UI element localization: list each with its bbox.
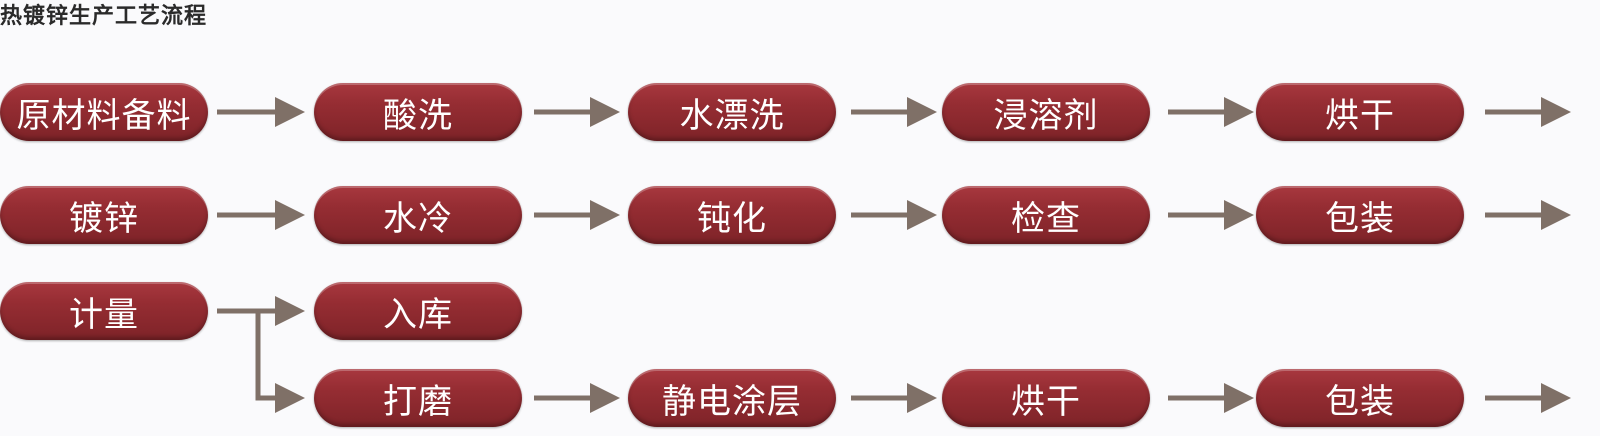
step-warehouse: 入库 bbox=[314, 282, 522, 340]
arrow-branch bbox=[255, 311, 305, 413]
step-weighing: 计量 bbox=[0, 282, 208, 340]
step-packing-2: 包装 bbox=[1256, 369, 1464, 427]
step-raw-material-prep: 原材料备料 bbox=[0, 83, 208, 141]
step-pickling: 酸洗 bbox=[314, 83, 522, 141]
step-polishing: 打磨 bbox=[314, 369, 522, 427]
step-inspection: 检查 bbox=[942, 186, 1150, 244]
step-water-cooling: 水冷 bbox=[314, 186, 522, 244]
step-drying-2: 烘干 bbox=[942, 369, 1150, 427]
step-packing-1: 包装 bbox=[1256, 186, 1464, 244]
step-powder-coating: 静电涂层 bbox=[628, 369, 836, 427]
step-drying-1: 烘干 bbox=[1256, 83, 1464, 141]
step-passivation: 钝化 bbox=[628, 186, 836, 244]
diagram-title: 热镀锌生产工艺流程 bbox=[0, 4, 208, 29]
step-galvanizing: 镀锌 bbox=[0, 186, 208, 244]
step-water-rinse: 水漂洗 bbox=[628, 83, 836, 141]
step-flux-dip: 浸溶剂 bbox=[942, 83, 1150, 141]
